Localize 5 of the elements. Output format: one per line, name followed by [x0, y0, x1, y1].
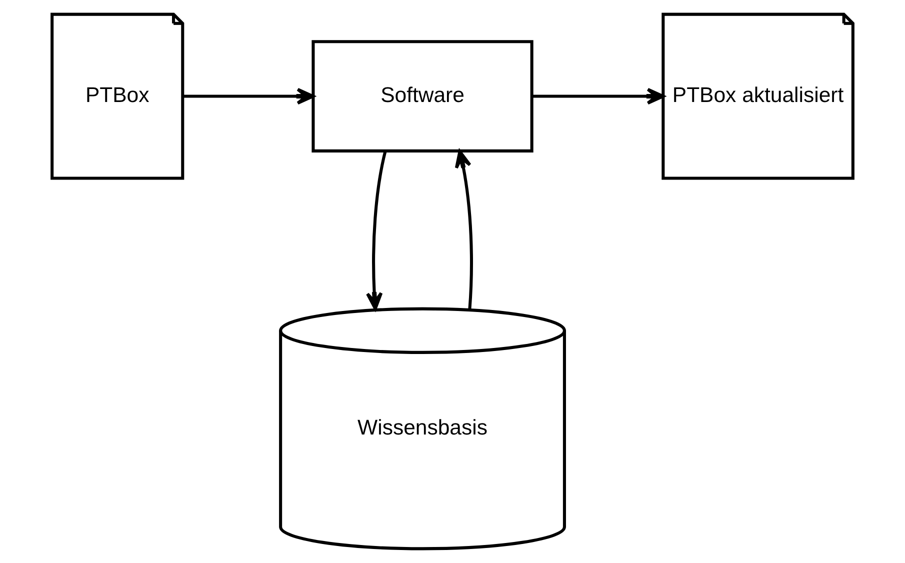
arrow [366, 151, 387, 310]
arrow [454, 150, 473, 309]
node-box: Software [312, 40, 534, 152]
arrow [182, 88, 315, 105]
arrow [532, 88, 665, 105]
